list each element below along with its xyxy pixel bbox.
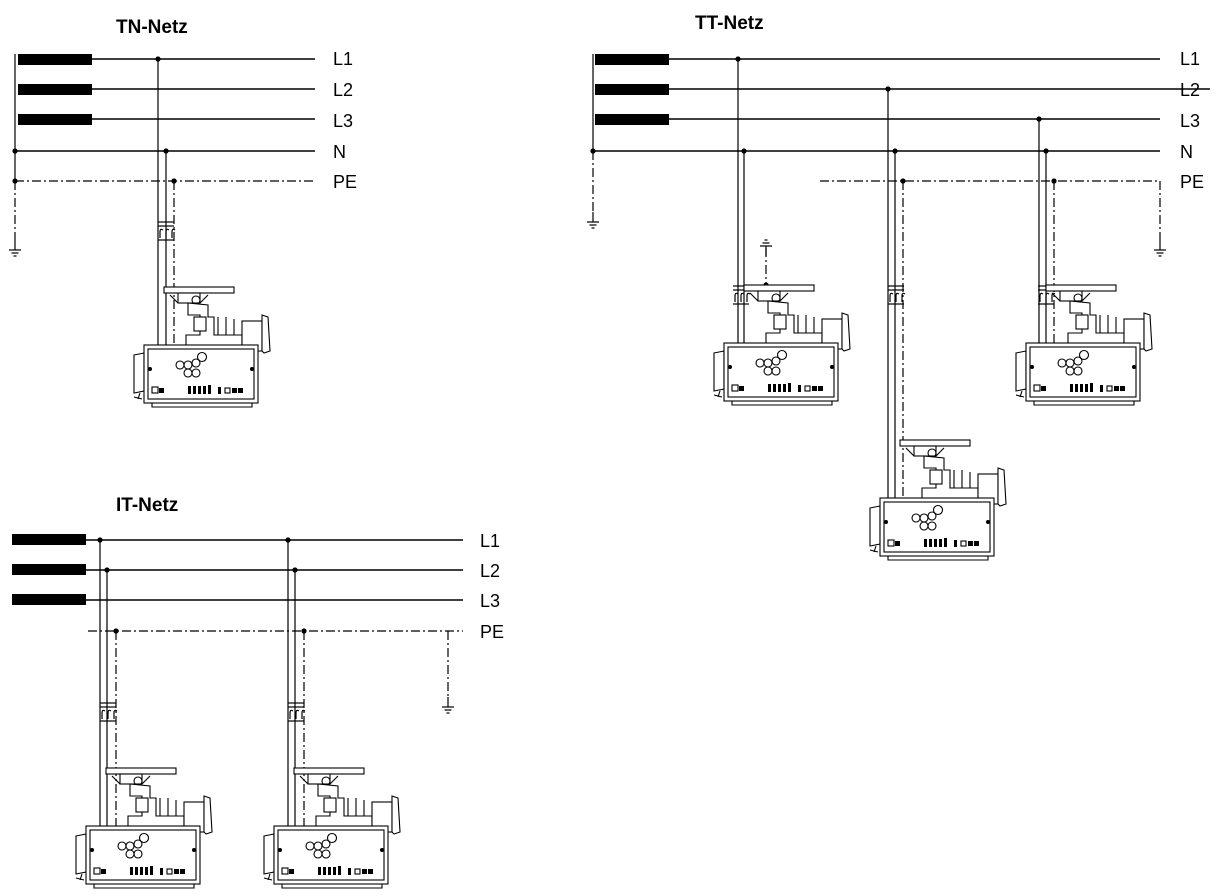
ground-icon: [441, 696, 455, 714]
actuator-motor-icon: [1015, 284, 1153, 406]
actuator-motor-icon: [133, 286, 271, 408]
tn-label-l2: L2: [333, 80, 353, 100]
it-network: IT-Netz L1 L2 L3 PE: [12, 495, 504, 889]
tn-label-l1: L1: [333, 49, 353, 69]
supply-source-icon: [595, 84, 669, 95]
cable-gland-icon: [99, 702, 118, 722]
tn-label-pe: PE: [333, 172, 357, 192]
tt-label-l1: L1: [1180, 49, 1200, 69]
it-label-pe: PE: [480, 622, 504, 642]
ground-icon: [586, 211, 600, 229]
it-title: IT-Netz: [116, 495, 178, 516]
supply-source-icon: [18, 54, 92, 65]
it-label-l2: L2: [480, 561, 500, 581]
supply-source-icon: [12, 594, 86, 605]
tt-label-l2: L2: [1180, 80, 1200, 100]
ground-icon: [1153, 239, 1167, 257]
tt-label-l3: L3: [1180, 111, 1200, 131]
supply-source-icon: [595, 54, 669, 65]
actuator-motor-icon: [713, 284, 851, 406]
actuator-motor-icon: [869, 439, 1007, 561]
tt-label-pe: PE: [1180, 172, 1204, 192]
supply-source-icon: [595, 114, 669, 125]
cable-gland-icon: [287, 702, 306, 722]
tn-network: TN-Netz L1 L2 L3 N PE: [8, 17, 357, 408]
it-label-l3: L3: [480, 591, 500, 611]
tn-title: TN-Netz: [116, 17, 188, 38]
it-label-l1: L1: [480, 531, 500, 551]
ground-icon: [8, 239, 22, 257]
tt-title: TT-Netz: [695, 13, 764, 34]
supply-source-icon: [18, 84, 92, 95]
tt-network: TT-Netz: [586, 13, 1210, 561]
actuator-motor-icon: [75, 767, 213, 889]
tn-label-n: N: [333, 142, 346, 162]
supply-source-icon: [12, 534, 86, 545]
supply-source-icon: [18, 114, 92, 125]
supply-source-icon: [12, 564, 86, 575]
tn-label-l3: L3: [333, 111, 353, 131]
tt-label-n: N: [1180, 142, 1193, 162]
actuator-motor-icon: [263, 767, 401, 889]
